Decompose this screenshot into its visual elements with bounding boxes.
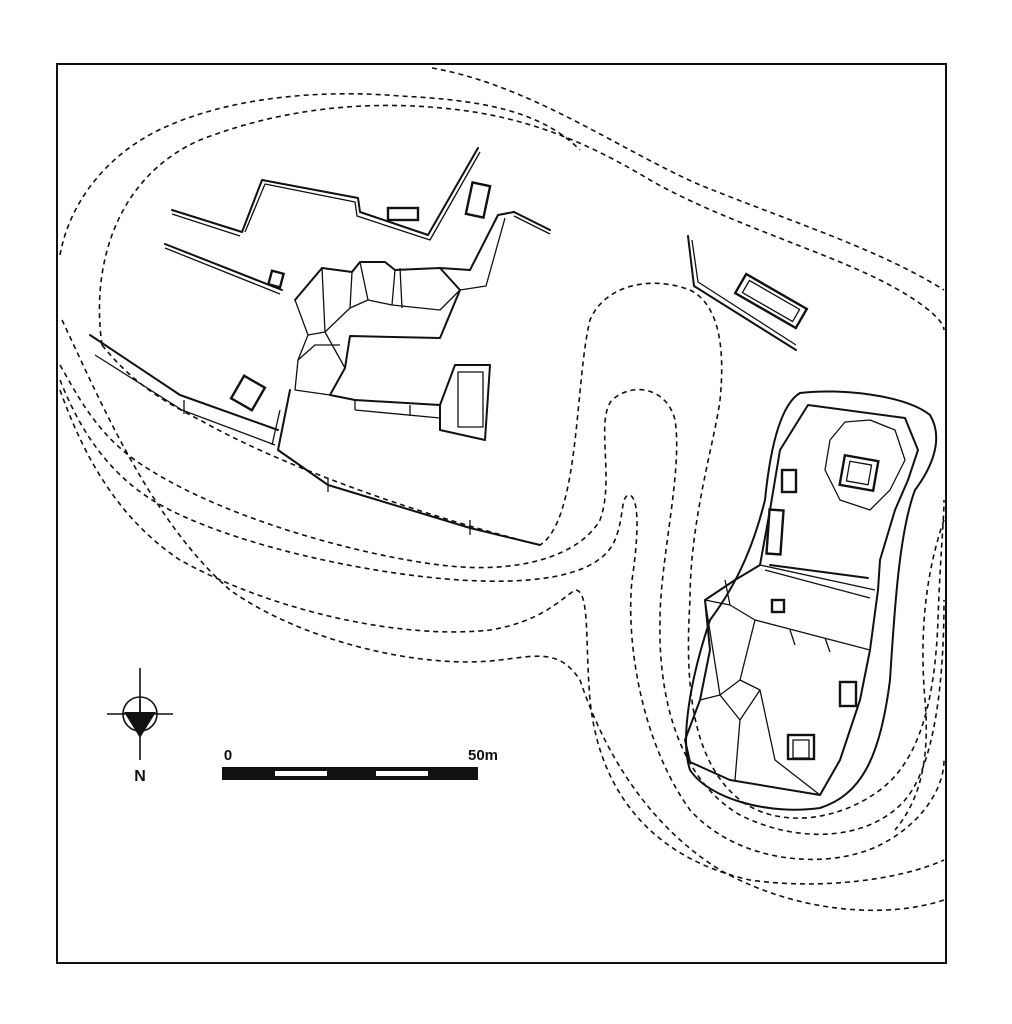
ne-wall — [513, 211, 551, 231]
middle-structure — [687, 235, 809, 351]
west-slope-wall — [89, 334, 279, 431]
contour-outer-north — [431, 67, 945, 291]
scale-start-label: 0 — [224, 747, 232, 764]
feature-west-square — [229, 374, 267, 412]
feature-east-bastion — [457, 371, 484, 428]
nw-diagonal-wall — [164, 243, 283, 291]
citadel-inner-wall — [684, 404, 919, 796]
scale-bar-segment-1 — [275, 771, 327, 776]
citadel-feature-1 — [780, 468, 798, 494]
contour-west-hill-inner — [98, 104, 945, 346]
contour-south-2 — [59, 379, 945, 861]
citadel-feature-3 — [770, 598, 786, 614]
middle-wall — [687, 235, 797, 351]
contour-lines — [59, 67, 945, 912]
citadel-feature-2 — [765, 508, 785, 556]
scale-end-label: 50m — [468, 747, 498, 764]
citadel-tower-square — [838, 453, 880, 493]
north-arrow: N — [107, 668, 173, 785]
south-curtain-wall — [277, 389, 541, 546]
contour-south-1 — [59, 364, 945, 836]
feature-north-small — [386, 206, 420, 222]
scale-bar-segment-2 — [376, 771, 428, 776]
middle-rectangle — [733, 272, 809, 330]
east-citadel — [684, 390, 938, 811]
citadel-outer-wall — [685, 390, 938, 811]
north-boundary-wall — [171, 147, 479, 236]
citadel-feature-5 — [786, 733, 816, 761]
contour-west-hill-outer — [59, 92, 581, 256]
inner-east-wall — [439, 211, 515, 271]
contour-summit-loop — [101, 282, 945, 819]
contour-south-3 — [59, 389, 945, 885]
citadel-feature-4 — [838, 680, 858, 708]
scale-bar: 0 50m — [222, 747, 498, 780]
north-arrow-head — [124, 712, 156, 738]
north-label: N — [134, 768, 146, 785]
contour-south-4 — [61, 319, 945, 912]
feature-north-east — [464, 181, 492, 219]
west-enclosure — [89, 147, 551, 546]
scale-bar-body — [222, 767, 478, 780]
feature-nw-tiny — [266, 269, 286, 289]
map-frame — [56, 63, 947, 964]
contour-east-inner — [894, 519, 945, 831]
